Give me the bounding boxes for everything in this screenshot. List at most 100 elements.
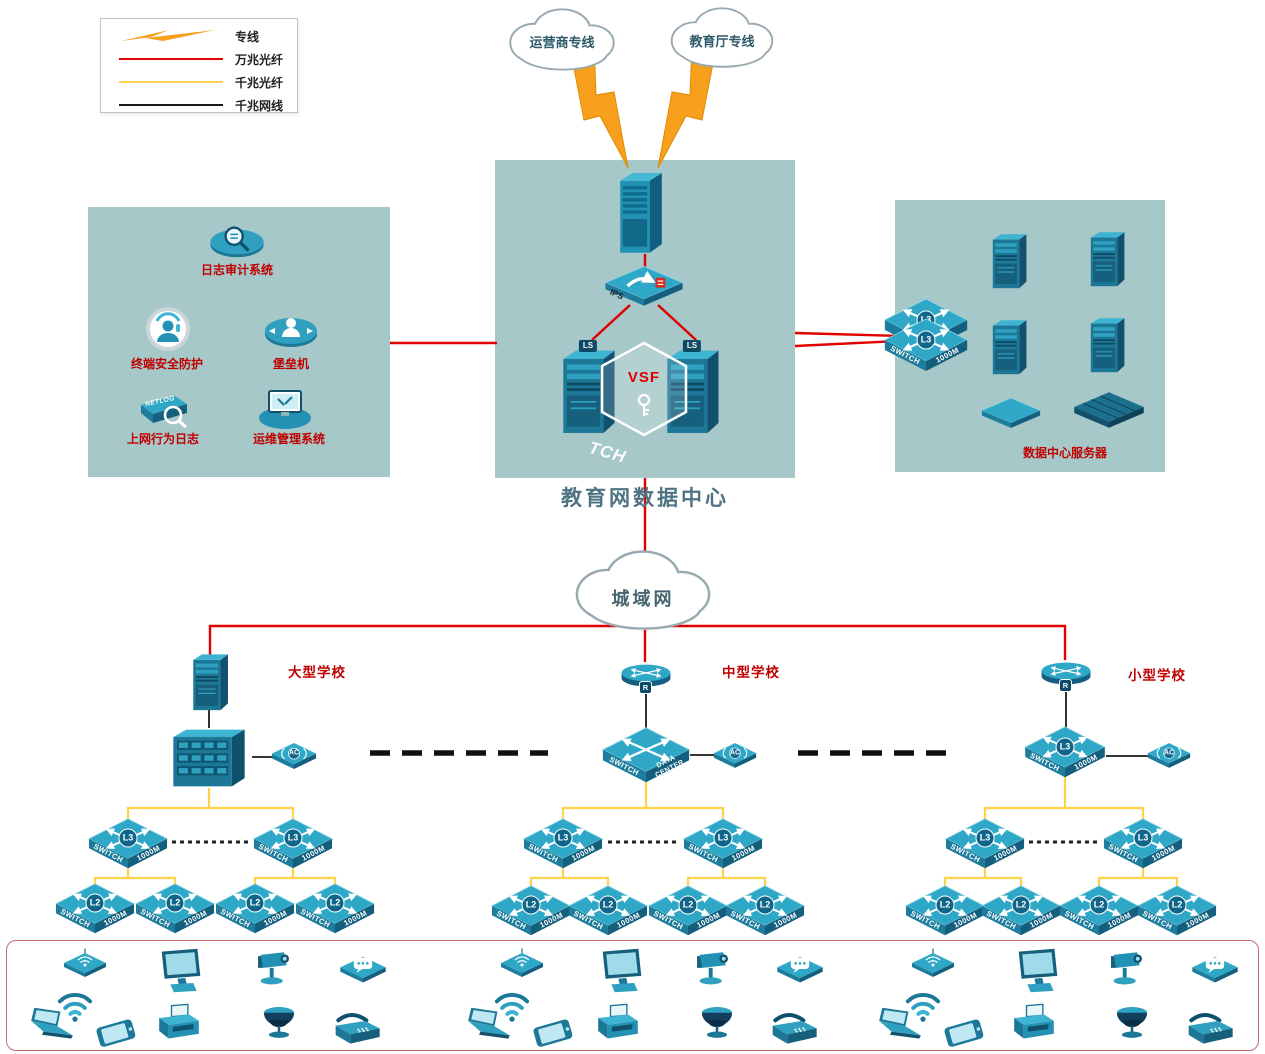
datacenter-server-tower[interactable] xyxy=(986,316,1032,376)
legend-item-dedicated-line: 专线 xyxy=(115,27,291,45)
layer-badge: L2 xyxy=(755,895,775,915)
layer-badge: L3 xyxy=(916,330,936,350)
blade-chassis-unit[interactable] xyxy=(1072,388,1146,432)
vsf-label: VSF xyxy=(627,369,661,387)
printer-icon[interactable] xyxy=(1010,1003,1058,1044)
large-school-server[interactable] xyxy=(188,650,232,712)
layer-badge: L3 xyxy=(1055,737,1075,757)
desktop-monitor-icon[interactable] xyxy=(1013,947,1063,999)
laptop-icon[interactable] xyxy=(25,1006,79,1045)
layer-badge: L3 xyxy=(118,828,138,848)
l3-aggregation-switch[interactable]: L3 SWITCH 1000M xyxy=(945,818,1025,869)
small-school-wireless-controller[interactable]: AC xyxy=(1146,740,1192,771)
printer-icon[interactable] xyxy=(155,1003,203,1044)
medium-school-router[interactable]: R xyxy=(620,660,672,694)
bastion-host-icon[interactable] xyxy=(263,312,319,350)
medium-school-wireless-controller[interactable]: AC xyxy=(712,740,758,771)
ptz-camera-icon[interactable] xyxy=(689,947,735,990)
l2-access-switch[interactable]: L2 SWITCH 1000M xyxy=(905,885,985,936)
log-audit-icon[interactable] xyxy=(207,222,267,260)
datacenter-server-tower[interactable] xyxy=(1084,314,1130,374)
man-cloud-label: 城域网 xyxy=(611,588,675,609)
vsf-core-switch-right[interactable]: LS xyxy=(660,336,724,444)
l2-access-switch[interactable]: L2 SWITCH 1000M xyxy=(1059,885,1139,936)
laptop-icon[interactable] xyxy=(462,1006,516,1045)
carrier-line-cloud[interactable]: 运营商专线 xyxy=(487,5,637,77)
desktop-monitor-icon[interactable] xyxy=(597,947,647,999)
ptz-camera-icon[interactable] xyxy=(1103,947,1149,990)
fax-phone-icon[interactable] xyxy=(767,1007,821,1047)
im-terminal-icon[interactable] xyxy=(773,950,827,988)
endpoint-protection-icon[interactable] xyxy=(144,306,192,352)
firewall-icon xyxy=(615,166,667,258)
school-label-medium: 中型学校 xyxy=(722,665,780,680)
l2-access-switch[interactable]: L2 SWITCH 1000M xyxy=(725,885,805,936)
smartphone-icon[interactable] xyxy=(92,1016,140,1051)
layer-badge: L2 xyxy=(325,893,345,913)
datacenter-server-tower[interactable] xyxy=(986,230,1032,290)
netlog-label: 上网行为日志 xyxy=(126,432,199,446)
l2-access-switch[interactable]: L2 SWITCH 1000M xyxy=(135,883,215,934)
education-line-cloud[interactable]: 教育厅专线 xyxy=(646,4,798,74)
dome-camera-icon[interactable] xyxy=(695,1002,739,1041)
lightning-icon xyxy=(115,28,227,44)
large-school-core-chassis[interactable] xyxy=(166,726,252,790)
dome-camera-icon[interactable] xyxy=(257,1002,301,1041)
wireless-ap-icon[interactable] xyxy=(60,946,110,981)
layer-badge: L3 xyxy=(1133,828,1153,848)
im-terminal-icon[interactable] xyxy=(336,950,390,988)
ac-badge: AC xyxy=(1163,749,1175,757)
education-cloud-label: 教育厅专线 xyxy=(689,33,755,49)
serverfarm-switch-lower[interactable]: L3 SWITCH 1000M xyxy=(884,318,968,372)
vsf-core-switch-left[interactable]: LS xyxy=(556,336,620,444)
dome-camera-icon[interactable] xyxy=(1110,1002,1154,1041)
smartphone-icon[interactable] xyxy=(529,1016,577,1051)
ops-management-icon[interactable] xyxy=(257,388,313,430)
core-firewall-appliance[interactable] xyxy=(615,166,667,258)
printer-icon[interactable] xyxy=(594,1003,642,1044)
l2-access-switch[interactable]: L2 SWITCH 1000M xyxy=(295,883,375,934)
legend-item-1g-fiber: 千兆光纤 xyxy=(115,73,291,91)
l2-access-switch[interactable]: L2 SWITCH 1000M xyxy=(1137,885,1217,936)
wireless-ap-icon[interactable] xyxy=(497,946,547,981)
router-badge: R xyxy=(1058,678,1073,692)
fax-phone-icon[interactable] xyxy=(1183,1007,1237,1047)
stack-unit-badge: LS xyxy=(682,340,702,352)
l2-access-switch[interactable]: L2 SWITCH 1000M xyxy=(568,885,648,936)
l2-access-switch[interactable]: L2 SWITCH 1000M xyxy=(215,883,295,934)
l2-access-switch[interactable]: L2 SWITCH 1000M xyxy=(981,885,1061,936)
l2-access-switch[interactable]: L2 SWITCH 1000M xyxy=(491,885,571,936)
large-school-wireless-controller[interactable]: AC xyxy=(270,740,318,772)
layer-badge: L3 xyxy=(975,828,995,848)
l3-aggregation-switch[interactable]: L3 SWITCH 1000M xyxy=(523,818,603,869)
stack-unit-badge: LS xyxy=(578,340,598,352)
layer-badge: L2 xyxy=(1167,895,1187,915)
fax-phone-icon[interactable] xyxy=(330,1007,384,1047)
l3-aggregation-switch[interactable]: L3 SWITCH 1000M xyxy=(1103,818,1183,869)
rack-server-unit[interactable] xyxy=(980,396,1042,430)
l2-access-switch[interactable]: L2 SWITCH 1000M xyxy=(55,883,135,934)
ptz-camera-icon[interactable] xyxy=(250,947,296,990)
im-terminal-icon[interactable] xyxy=(1188,950,1242,988)
l2-access-switch[interactable]: L2 SWITCH 1000M xyxy=(648,885,728,936)
small-school-router[interactable]: R xyxy=(1040,658,1092,692)
wireless-ap-icon[interactable] xyxy=(908,946,958,981)
datacenter-server-tower[interactable] xyxy=(1084,228,1130,288)
ips-appliance[interactable]: IPS xyxy=(603,264,685,308)
layer-badge: L2 xyxy=(935,895,955,915)
l3-aggregation-switch[interactable]: L3 SWITCH 1000M xyxy=(88,818,168,869)
man-cloud[interactable]: 城域网 xyxy=(538,546,748,638)
l3-aggregation-switch[interactable]: L3 SWITCH 1000M xyxy=(683,818,763,869)
legend: 专线 万兆光纤 千兆光纤 千兆网线 xyxy=(100,18,298,113)
smartphone-icon[interactable] xyxy=(940,1016,988,1051)
layer-badge: L3 xyxy=(283,828,303,848)
l3-aggregation-switch[interactable]: L3 SWITCH 1000M xyxy=(253,818,333,869)
small-school-core-switch[interactable]: L3 SWITCH 1000M xyxy=(1024,726,1106,778)
ac-badge: AC xyxy=(729,749,741,757)
laptop-icon[interactable] xyxy=(873,1006,927,1045)
netlog-icon[interactable]: NETLOG xyxy=(133,390,191,430)
desktop-monitor-icon[interactable] xyxy=(156,947,206,999)
ac-badge: AC xyxy=(288,749,300,757)
